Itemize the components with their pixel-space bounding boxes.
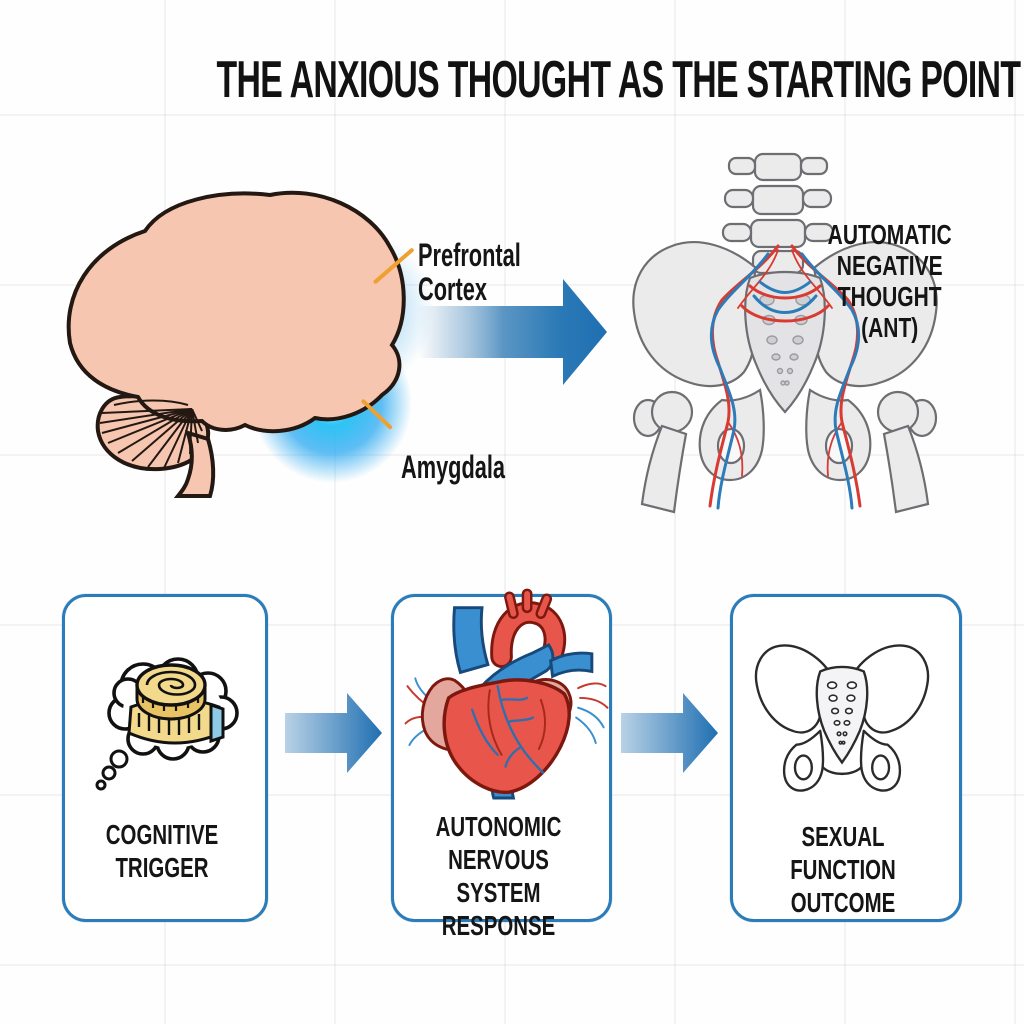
label-amygdala: Amygdala — [401, 449, 505, 485]
anatomical-heart-icon — [404, 588, 609, 800]
flow-arrow-1-icon — [285, 693, 382, 773]
label-prefrontal-cortex: Prefrontal Cortex — [418, 237, 521, 307]
pelvis-nerves-illustration — [632, 152, 938, 514]
flow-arrow-main-icon — [418, 279, 607, 385]
flow-box-label-sexual-function: SEXUAL FUNCTION OUTCOME — [790, 821, 896, 918]
flow-box-label-cognitive-trigger: COGNITIVE TRIGGER — [105, 819, 219, 883]
page-title: THE ANXIOUS THOUGHT AS THE STARTING POIN… — [216, 51, 1021, 109]
flow-box-label-autonomic-response: AUTONOMIC NERVOUS SYSTEM RESPONSE — [435, 811, 562, 941]
thought-bubble-measuring-tape-icon — [95, 657, 239, 791]
pelvis-outline-icon — [754, 644, 930, 792]
label-automatic-negative-thought: AUTOMATIC NEGATIVE THOUGHT (ANT) — [827, 219, 953, 343]
flow-arrow-2-icon — [621, 693, 718, 773]
brain-illustration — [66, 190, 434, 498]
